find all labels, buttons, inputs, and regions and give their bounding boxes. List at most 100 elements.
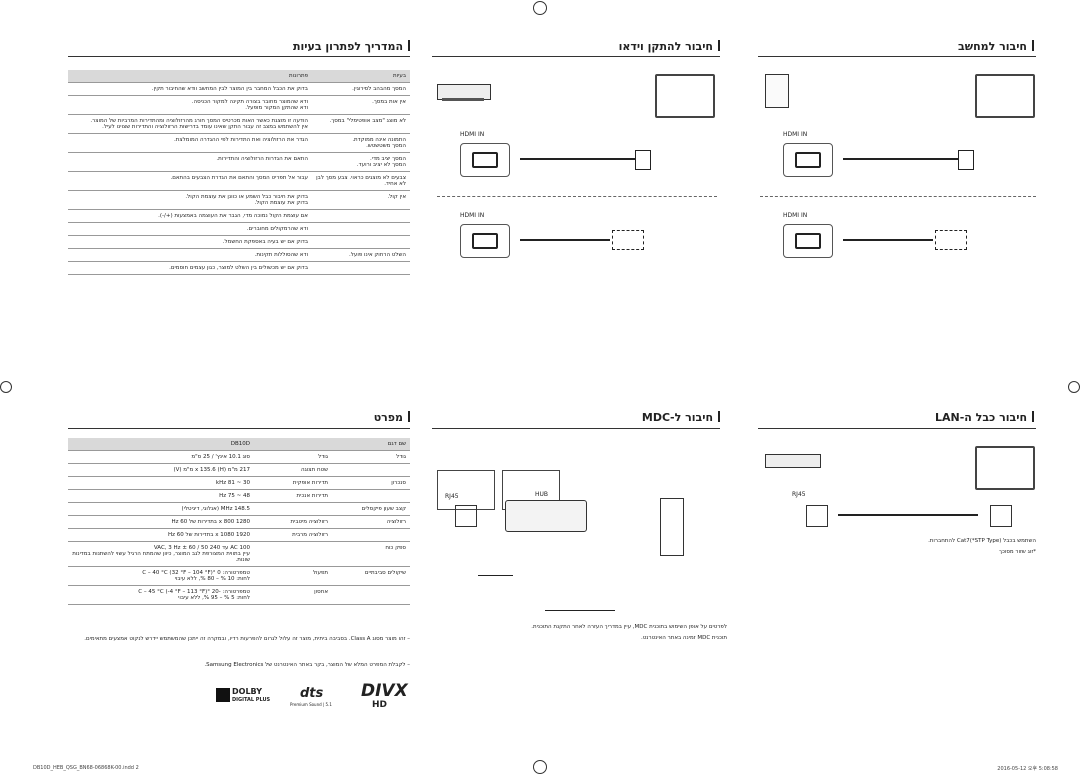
registration-mark-left — [0, 381, 12, 393]
trouble-problem-cell — [312, 261, 410, 275]
spec-value-cell: 1920 x 1080 בתדירות של 60 Hz — [68, 528, 254, 542]
trouble-solution-cell: בדוק את הכבל המחבר בין המוצר לבין המחשב … — [68, 82, 312, 96]
mdc-display-1 — [437, 470, 495, 510]
pc-hdmi-port-1 — [783, 143, 833, 177]
mdc-cable-2 — [545, 610, 615, 611]
lan-port-2 — [990, 505, 1012, 527]
trouble-solution-cell: בדוק אם יש מכשולים בין השלט למוצר, כגון … — [68, 261, 312, 275]
spec-category-cell — [332, 528, 410, 542]
trouble-problem-cell: התמונה אינה ממוקדת. המסך משטשטש. — [312, 133, 410, 153]
dolby-sub-logo: DIGITAL PLUS — [232, 697, 271, 703]
lan-router — [765, 454, 821, 468]
lan-display — [975, 446, 1035, 490]
divider-video — [437, 196, 717, 197]
dts-sub-logo: Premium Sound | 5.1 — [290, 702, 332, 707]
trouble-solution-cell: ודא שהמוצר מחובר בצורה תקינה למקור הכניס… — [68, 95, 312, 115]
mdc-hub — [505, 500, 587, 532]
table-row: המסך מהבהב לסירוגין.בדוק את הכבל המחבר ב… — [68, 82, 410, 96]
rule-video — [432, 56, 720, 57]
spec-item-cell: אחסון — [254, 585, 332, 605]
mdc-port-1 — [455, 505, 477, 527]
specs-header-model-label: שם דגם — [254, 438, 410, 451]
video-display — [655, 74, 715, 118]
video-dvi-plug-2 — [612, 230, 644, 250]
video-plug-1 — [635, 150, 651, 170]
table-row: התמונה אינה ממוקדת. המסך משטשטש.הגדר את … — [68, 133, 410, 153]
divider-pc — [760, 196, 1036, 197]
table-row: בדוק אם יש מכשולים בין השלט למוצר, כגון … — [68, 261, 410, 275]
pc-hdmi-label-1: HDMI IN — [783, 131, 808, 138]
trouble-problem-cell — [312, 222, 410, 236]
video-cable-2 — [520, 239, 610, 241]
trouble-solution-cell: ודא שהסוללות תקינות. — [68, 248, 312, 262]
spec-category-cell — [332, 585, 410, 605]
pc-hdmi-port-2 — [783, 224, 833, 258]
lan-note-2: *זוג שזור מסוכך — [999, 549, 1036, 555]
trouble-problem-cell: המסך מהבהב לסירוגין. — [312, 82, 410, 96]
trouble-header-problem: בעיות — [312, 70, 410, 83]
table-row: השלט הרחוק אינו פועל.ודא שהסוללות תקינות… — [68, 248, 410, 262]
mdc-pc-tower — [660, 498, 684, 556]
spec-item-cell: גודל — [254, 450, 332, 464]
table-row: ודא שהרמקולים מחוברים. — [68, 222, 410, 236]
trouble-solution-cell: בדוק את חיבור כבל השמע או כוונן את עוצמת… — [68, 190, 312, 210]
video-hdmi-port-1 — [460, 143, 510, 177]
rule-lan — [758, 428, 1036, 429]
table-row: אין אות במסך.ודא שהמוצר מחובר בצורה תקינ… — [68, 95, 410, 115]
spec-category-cell — [332, 489, 410, 503]
table-row: אם עוצמת הקול נמוכה מדי, הגבר את העוצמה … — [68, 209, 410, 223]
mdc-rj45-label: RJ45 — [445, 493, 459, 500]
trouble-solution-cell: הגדר את הרזולוציה ואת התדירות לפי ההגדרה… — [68, 133, 312, 153]
spec-value-cell: 1280 x 800 בתדירות של 60 Hz — [68, 515, 254, 529]
trouble-header-solution: פתרונות — [68, 70, 312, 83]
spec-category-cell: גודל — [332, 450, 410, 464]
pc-plug-1 — [958, 150, 974, 170]
specs-header-model: DB10D — [68, 438, 254, 451]
trouble-solution-cell: ודא שהרמקולים מחוברים. — [68, 222, 312, 236]
section-title-mdc: חיבור ל-MDC — [642, 411, 720, 424]
table-row: לא מוצג "מצב אופטימלי" במסך.הודעה זו מוצ… — [68, 114, 410, 134]
lan-port-1 — [806, 505, 828, 527]
pc-cable-2 — [843, 239, 933, 241]
pc-hdmi-slot-2 — [795, 233, 821, 249]
pc-tower — [765, 74, 789, 108]
spec-item-cell: שטח תצוגה — [254, 463, 332, 477]
divx-hd-logo: HD — [372, 700, 388, 710]
mdc-cable-1 — [478, 575, 513, 576]
spec-item-cell: תפעול — [254, 566, 332, 586]
table-row: המסך יציב מדי. המסך לא יציב ורועד.התאם א… — [68, 152, 410, 172]
spec-category-cell: סנכרון — [332, 476, 410, 490]
registration-mark-top — [533, 1, 547, 15]
spec-item-cell: תדירות אופקית — [254, 476, 332, 490]
trouble-problem-cell: לא מוצג "מצב אופטימלי" במסך. — [312, 114, 410, 134]
dolby-logo: DOLBY — [232, 687, 262, 696]
pc-display — [975, 74, 1035, 118]
trouble-problem-cell: השלט הרחוק אינו פועל. — [312, 248, 410, 262]
spec-category-cell: קצב שעון פיקסלים — [332, 502, 410, 516]
rule-mdc — [432, 428, 720, 429]
pc-dvi-plug-2 — [935, 230, 967, 250]
trouble-problem-cell: המסך יציב מדי. המסך לא יציב ורועד. — [312, 152, 410, 172]
trouble-solution-cell: בדוק אם יש בעיה באספקת החשמל. — [68, 235, 312, 249]
rule-pc — [758, 56, 1036, 57]
trouble-solution-cell: עבור אל תפריט המסך והתאם את הגדרת הצבעים… — [68, 171, 312, 191]
lan-note: השתמש בכבל Cat7(*STP Type) להתחברות. — [928, 538, 1036, 544]
footer-timestamp: 2016-05-12 오후 5:08:58 — [997, 766, 1058, 772]
trouble-problem-cell: אין קול. — [312, 190, 410, 210]
spec-item-cell: רזולוציה מרבית — [254, 528, 332, 542]
spec-item-cell — [254, 502, 332, 516]
video-hdmi-label-1: HDMI IN — [460, 131, 485, 138]
dolby-double-d-icon — [216, 688, 230, 702]
spec-value-cell: 48 ~ 75 Hz — [68, 489, 254, 503]
table-row: בדוק אם יש בעיה באספקת החשמל. — [68, 235, 410, 249]
rule-troubleshoot — [68, 56, 410, 57]
video-hdmi-label-2: HDMI IN — [460, 212, 485, 219]
